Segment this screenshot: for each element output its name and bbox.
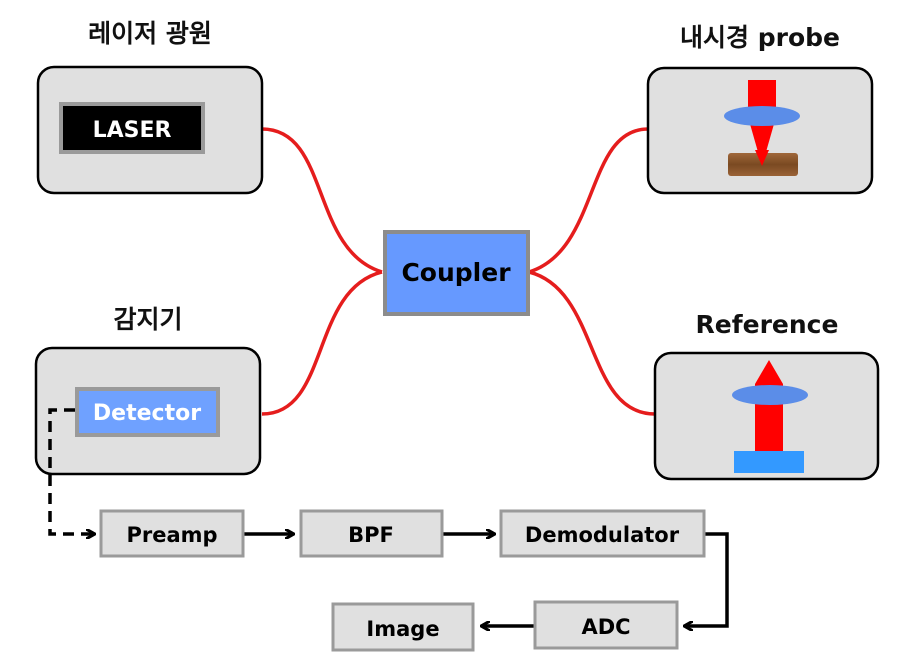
reference-title: Reference bbox=[696, 310, 839, 339]
fiber-reference bbox=[528, 270, 656, 416]
reference-lens bbox=[732, 385, 808, 405]
laser-label: LASER bbox=[93, 118, 172, 143]
fiber-probe bbox=[528, 127, 649, 274]
detector-to-preamp-arrow bbox=[48, 408, 94, 534]
probe-focus-beam bbox=[748, 117, 776, 166]
endoscope-probe-title: 내시경 probe bbox=[680, 23, 840, 52]
detector-label: Detector bbox=[93, 401, 201, 426]
demodulator-label: Demodulator bbox=[525, 523, 680, 547]
image-label: Image bbox=[366, 617, 439, 641]
demodulator-block bbox=[499, 509, 706, 558]
laser-box bbox=[59, 102, 205, 154]
adc-block bbox=[533, 600, 679, 650]
bpf-block bbox=[299, 509, 444, 558]
coupler-label: Coupler bbox=[401, 258, 511, 287]
optical-fibers bbox=[204, 127, 656, 416]
coupler-box bbox=[383, 230, 530, 316]
preamp-label: Preamp bbox=[126, 523, 217, 547]
probe-lens bbox=[724, 106, 800, 126]
signal-chain-arrows bbox=[48, 408, 729, 626]
fiber-detector bbox=[261, 270, 383, 416]
probe-beam-tip bbox=[755, 150, 769, 166]
reference-mirror bbox=[734, 451, 804, 473]
fiber-laser bbox=[204, 127, 383, 274]
bpf-label: BPF bbox=[348, 523, 394, 547]
demodulator-to-adc-arrow bbox=[685, 532, 729, 626]
adc-label: ADC bbox=[581, 615, 630, 639]
image-block bbox=[331, 602, 475, 652]
detector-box bbox=[75, 387, 220, 437]
reference-beam-tip bbox=[755, 360, 783, 384]
laser-source-title: 레이저 광원 bbox=[88, 19, 212, 48]
preamp-block bbox=[99, 509, 245, 558]
detector-unit-title: 감지기 bbox=[113, 305, 182, 334]
tissue-sample bbox=[728, 153, 798, 176]
